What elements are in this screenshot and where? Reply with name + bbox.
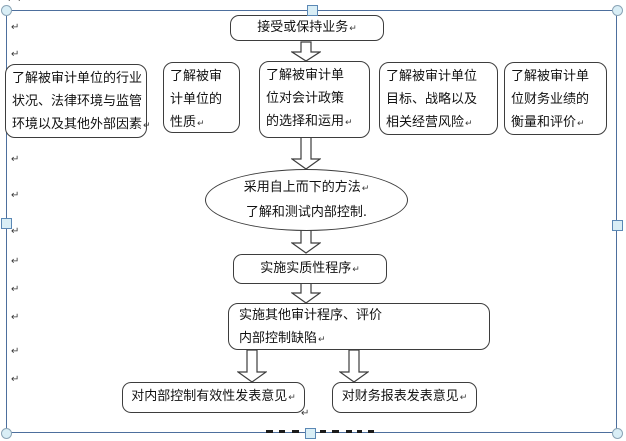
flow-arrow-ellipse-to-substantive[interactable] (291, 230, 321, 254)
node-text: 状况、法律环境与监管 (12, 94, 143, 109)
node-text: 实施实质性程序 (260, 261, 352, 276)
selection-handle-middle-right[interactable] (611, 219, 623, 231)
flow-node-understand-financial-performance[interactable]: 了解被审计单 位财务业绩的 衡量和评价↵ (504, 62, 607, 135)
flow-arrow-to-internal-control-opinion[interactable] (237, 350, 267, 383)
paragraph-mark: ↵ (11, 226, 20, 237)
paragraph-mark: ↵ (11, 374, 20, 385)
node-text: 位财务业绩的 (511, 92, 590, 107)
node-text: 了解和测试内部控制. (245, 204, 368, 220)
node-text: 采用自上而下的方法 (243, 179, 361, 195)
node-text: 计单位的 (170, 92, 223, 107)
paragraph-mark: ↵ (577, 119, 585, 129)
paragraph-mark: ↵ (17, 0, 25, 5)
flow-node-understand-nature[interactable]: 了解被审 计单位的 性质↵ (163, 62, 240, 133)
node-text: 内部控制缺陷 (239, 331, 318, 346)
paragraph-mark: ↵ (318, 335, 326, 345)
paragraph-mark: ↵ (11, 256, 20, 267)
selection-handle-top-center[interactable] (306, 4, 318, 16)
flow-node-understand-accounting-policy[interactable]: 了解被审计单 位对会计政策 的选择和运用↵ (259, 61, 370, 138)
flow-arrow-start-to-policy[interactable] (291, 41, 321, 62)
node-text: 对内部控制有效性发表意见 (131, 389, 288, 404)
flow-node-opinion-internal-control[interactable]: 对内部控制有效性发表意见↵ (122, 382, 305, 413)
selection-handle-middle-left[interactable] (0, 217, 12, 229)
flow-node-understand-industry[interactable]: 了解被审计单位的行业 状况、法律环境与监管 环境以及其他外部因素↵ (5, 64, 151, 138)
node-text: 衡量和评价 (511, 115, 577, 130)
paragraph-mark: ↵ (459, 393, 468, 403)
node-text: 对财务报表发表意见 (341, 389, 459, 404)
paragraph-mark: ↵ (11, 22, 20, 33)
selection-handle-bottom-center[interactable] (304, 427, 316, 439)
paragraph-mark: ↵ (11, 190, 20, 201)
flow-node-opinion-financial-statements[interactable]: 对财务报表发表意见↵ (332, 382, 477, 413)
paragraph-mark: ↵ (361, 183, 370, 194)
paragraph-mark: ↵ (11, 284, 20, 295)
paragraph-mark: ↵ (288, 393, 296, 403)
node-text: 了解被审计单 (511, 69, 590, 84)
flow-arrow-to-financial-statements-opinion[interactable] (339, 350, 369, 383)
flow-node-understand-objectives-risks[interactable]: 了解被审计单位 目标、战略以及 相关经营风险↵ (379, 62, 498, 135)
paragraph-mark: ↵ (11, 49, 20, 60)
node-text: 性质 (170, 115, 197, 130)
paragraph-mark: ↵ (345, 118, 353, 128)
paragraph-mark: ↵ (349, 24, 357, 34)
selection-handle-bottom-left[interactable] (0, 427, 12, 439)
node-text: 了解被审计单位 (386, 69, 478, 84)
flow-node-top-down-internal-control[interactable]: 采用自上而下的方法↵ 了解和测试内部控制. (205, 169, 408, 231)
node-text: 相关经营风险 (386, 115, 465, 130)
paragraph-mark: ↵ (352, 265, 360, 275)
flow-arrow-substantive-to-other[interactable] (291, 283, 321, 304)
node-text: 环境以及其他外部因素 (12, 117, 143, 132)
paragraph-mark: ↵ (143, 121, 151, 131)
paragraph-mark: ↵ (11, 154, 20, 165)
node-text: 了解被审计单 (266, 68, 345, 83)
flow-arrow-policy-to-ellipse[interactable] (291, 137, 321, 170)
node-text: 的选择和运用 (266, 114, 345, 129)
paragraph-mark: ↵ (197, 119, 205, 129)
selection-handle-bottom-right[interactable] (611, 427, 623, 439)
flow-node-other-audit-procedures[interactable]: 实施其他审计程序、评价 内部控制缺陷↵ (228, 303, 490, 350)
paragraph-mark: ↵ (11, 312, 20, 323)
selection-handle-top-left[interactable] (0, 4, 12, 16)
node-text: 位对会计政策 (266, 91, 345, 106)
paragraph-mark: ↵ (11, 346, 20, 357)
paragraph-mark: ↵ (301, 408, 310, 419)
node-text: 实施其他审计程序、评价 (239, 308, 383, 323)
node-text: 目标、战略以及 (386, 92, 478, 107)
node-text: 了解被审计单位的行业 (12, 71, 143, 86)
flow-node-accept-engagement[interactable]: 接受或保持业务↵ (230, 15, 384, 41)
node-text: 接受或保持业务 (257, 20, 349, 35)
paragraph-mark: ↵ (465, 119, 473, 129)
node-text: 了解被审 (170, 69, 223, 84)
selection-handle-top-right[interactable] (611, 4, 623, 16)
paragraph-mark: ↵ (7, 0, 15, 5)
flow-node-substantive-procedures[interactable]: 实施实质性程序↵ (233, 254, 387, 284)
